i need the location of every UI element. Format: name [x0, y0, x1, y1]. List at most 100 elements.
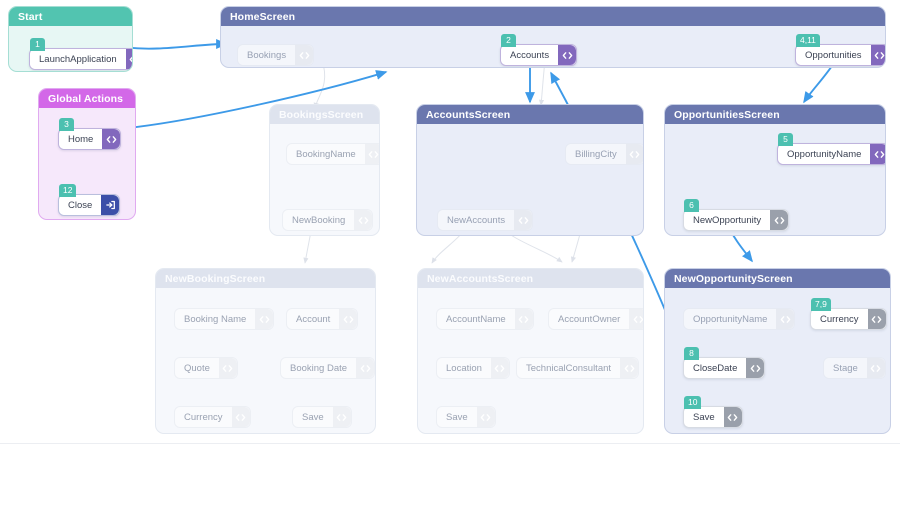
- node-accounts[interactable]: 2 Accounts: [500, 34, 578, 66]
- code-icon[interactable]: [255, 309, 274, 329]
- node-label: NewBooking: [283, 210, 355, 230]
- code-icon[interactable]: [476, 407, 495, 427]
- code-icon[interactable]: [625, 144, 643, 164]
- code-icon[interactable]: [776, 309, 795, 329]
- group-start[interactable]: Start 1 LaunchApplication: [8, 6, 133, 72]
- wire-launchapplication-to-homescreen: [121, 39, 228, 50]
- code-icon[interactable]: [870, 45, 885, 65]
- node-label: Quote: [175, 358, 219, 378]
- code-icon[interactable]: [870, 144, 885, 164]
- node-stage[interactable]: Stage: [823, 357, 886, 379]
- node-label: Home: [59, 129, 103, 149]
- group-opportunities-screen-title: OpportunitiesScreen: [665, 105, 885, 124]
- group-new-accounts-screen-title: NewAccountsScreen: [418, 269, 643, 288]
- node-closedate[interactable]: 8 CloseDate: [683, 347, 766, 379]
- node-label: Location: [437, 358, 491, 378]
- group-home-screen-title: HomeScreen: [221, 7, 885, 26]
- node-accountowner[interactable]: AccountOwner: [548, 308, 643, 330]
- group-opportunities-screen[interactable]: OpportunitiesScreen 5 OpportunityName 6 …: [664, 104, 886, 236]
- code-icon[interactable]: [339, 309, 358, 329]
- node-label: NewAccounts: [438, 210, 515, 230]
- node-label: Accounts: [501, 45, 559, 65]
- group-accounts-screen-title: AccountsScreen: [417, 105, 643, 124]
- node-bookings[interactable]: Bookings: [237, 44, 315, 66]
- node-label: Save: [437, 407, 477, 427]
- code-icon[interactable]: [558, 45, 577, 65]
- node-label: BillingCity: [566, 144, 626, 164]
- code-icon[interactable]: [629, 309, 643, 329]
- node-opportunities[interactable]: 4,11 Opportunities: [795, 34, 885, 66]
- code-icon[interactable]: [102, 129, 121, 149]
- node-accountname[interactable]: AccountName: [436, 308, 534, 330]
- node-label: Account: [287, 309, 340, 329]
- code-icon[interactable]: [356, 358, 375, 378]
- node-save[interactable]: Save: [436, 406, 496, 428]
- code-icon[interactable]: [514, 210, 533, 230]
- code-icon[interactable]: [746, 358, 765, 378]
- group-new-opportunity-screen-title: NewOpportunityScreen: [665, 269, 890, 288]
- node-opportunityname[interactable]: 5 OpportunityName: [777, 133, 885, 165]
- step-badge: 5: [778, 133, 793, 146]
- node-save[interactable]: Save: [292, 406, 352, 428]
- node-label: OpportunityName: [778, 144, 871, 164]
- code-icon[interactable]: [218, 358, 237, 378]
- node-newaccounts[interactable]: NewAccounts: [437, 209, 534, 231]
- code-icon[interactable]: [514, 309, 533, 329]
- node-technicalconsultant[interactable]: TechnicalConsultant: [516, 357, 640, 379]
- group-global-actions[interactable]: Global Actions 3 Home 12 Close: [38, 88, 136, 220]
- group-accounts-screen[interactable]: AccountsScreen BillingCity NewAccounts: [416, 104, 644, 236]
- node-account[interactable]: Account: [286, 308, 359, 330]
- code-icon[interactable]: [125, 49, 132, 69]
- node-label: Currency: [175, 407, 232, 427]
- group-new-opportunity-screen[interactable]: NewOpportunityScreen OpportunityName 7,9…: [664, 268, 891, 434]
- node-label: Close: [59, 195, 102, 215]
- node-close[interactable]: 12 Close: [58, 184, 121, 216]
- node-home[interactable]: 3 Home: [58, 118, 122, 150]
- step-badge: 6: [684, 199, 699, 212]
- code-icon[interactable]: [332, 407, 351, 427]
- node-label: TechnicalConsultant: [517, 358, 621, 378]
- group-bookings-screen-title: BookingsScreen: [270, 105, 379, 124]
- node-newopportunity[interactable]: 6 NewOpportunity: [683, 199, 790, 231]
- node-newbooking[interactable]: NewBooking: [282, 209, 374, 231]
- code-icon[interactable]: [620, 358, 639, 378]
- step-badge: 10: [684, 396, 702, 409]
- exit-icon[interactable]: [101, 195, 120, 215]
- node-bookingname[interactable]: BookingName: [286, 143, 379, 165]
- node-launchapplication[interactable]: 1 LaunchApplication: [29, 38, 132, 70]
- node-label: Save: [684, 407, 724, 427]
- node-billingcity[interactable]: BillingCity: [565, 143, 643, 165]
- group-new-accounts-screen[interactable]: NewAccountsScreen AccountName AccountOwn…: [417, 268, 644, 434]
- node-label: Save: [293, 407, 333, 427]
- code-icon[interactable]: [723, 407, 742, 427]
- code-icon[interactable]: [231, 407, 250, 427]
- node-location[interactable]: Location: [436, 357, 510, 379]
- code-icon[interactable]: [295, 45, 314, 65]
- node-label: AccountOwner: [549, 309, 630, 329]
- code-icon[interactable]: [867, 309, 886, 329]
- group-new-booking-screen[interactable]: NewBookingScreen Booking Name Account Qu…: [155, 268, 376, 434]
- group-global-actions-title: Global Actions: [39, 89, 135, 108]
- node-opportunityname[interactable]: OpportunityName: [683, 308, 796, 330]
- step-badge: 3: [59, 118, 74, 131]
- node-label: Bookings: [238, 45, 296, 65]
- node-booking-name[interactable]: Booking Name: [174, 308, 275, 330]
- code-icon[interactable]: [770, 210, 789, 230]
- group-home-screen[interactable]: HomeScreen Bookings 2 Accounts: [220, 6, 886, 68]
- code-icon[interactable]: [354, 210, 373, 230]
- code-icon[interactable]: [364, 144, 379, 164]
- node-label: Stage: [824, 358, 867, 378]
- node-save[interactable]: 10 Save: [683, 396, 743, 428]
- code-icon[interactable]: [866, 358, 885, 378]
- node-label: BookingName: [287, 144, 365, 164]
- step-badge: 8: [684, 347, 699, 360]
- group-bookings-screen[interactable]: BookingsScreen BookingName NewBooking: [269, 104, 380, 236]
- step-badge: 12: [59, 184, 77, 197]
- node-currency[interactable]: 7,9 Currency: [810, 298, 887, 330]
- node-label: AccountName: [437, 309, 515, 329]
- node-currency[interactable]: Currency: [174, 406, 251, 428]
- code-icon[interactable]: [490, 358, 509, 378]
- node-booking-date[interactable]: Booking Date: [280, 357, 375, 379]
- node-quote[interactable]: Quote: [174, 357, 238, 379]
